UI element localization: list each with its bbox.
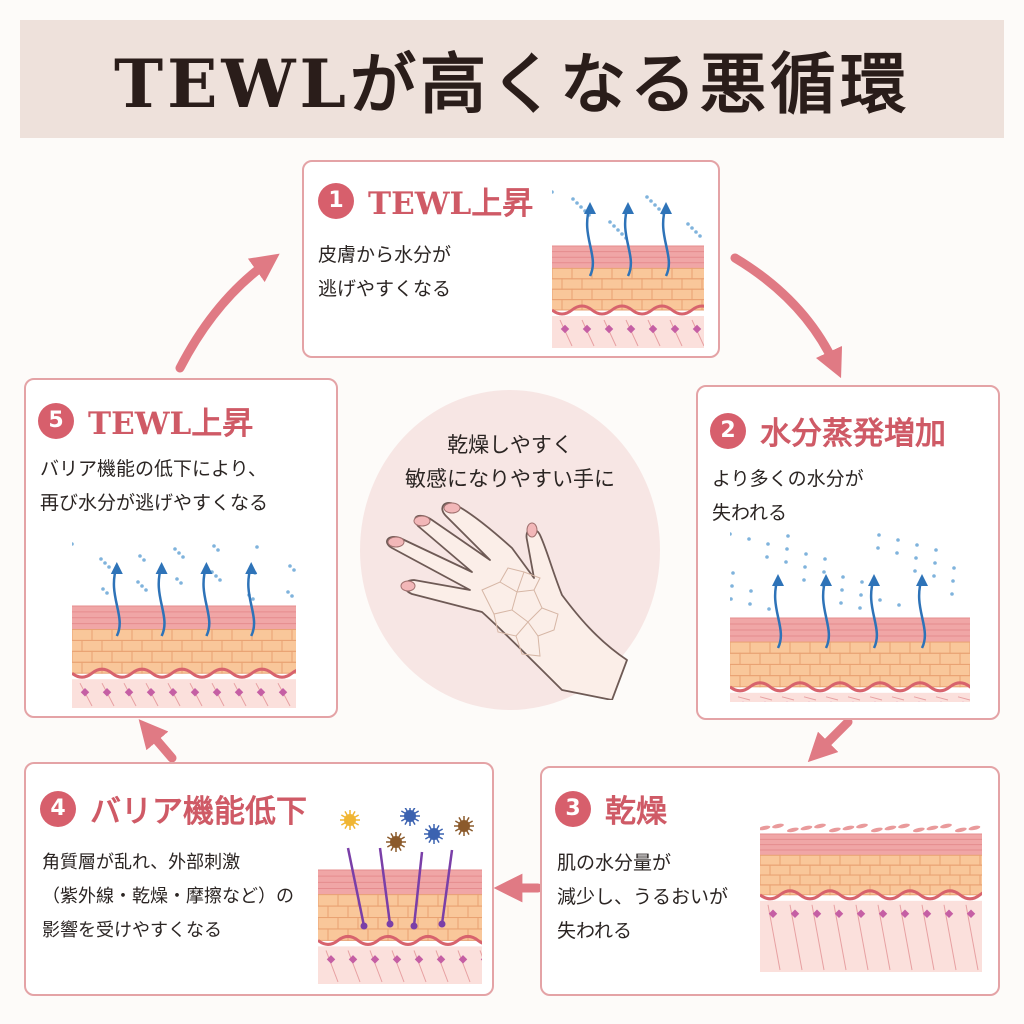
skin-illustration-4 xyxy=(318,808,482,984)
step-1-number: 1 xyxy=(318,182,354,219)
center-text: 乾燥しやすく 敏感になりやすい手に xyxy=(405,433,615,491)
step-4-number: 4 xyxy=(40,790,76,827)
step-2-description: より多くの水分が 失われる xyxy=(712,468,864,524)
step-2-number: 2 xyxy=(710,412,746,449)
step-5-number: 5 xyxy=(38,402,74,439)
hand-illustration xyxy=(386,502,628,700)
step-2-title: 2 水分蒸発増加 xyxy=(710,408,946,453)
arrow-4-to-5 xyxy=(138,719,177,763)
step-5-title: 5 TEWL上昇 xyxy=(38,398,253,443)
step-3-title: 3 乾燥 xyxy=(555,786,667,831)
step-3-description: 肌の水分量が 減少し、うるおいが 失われる xyxy=(557,852,729,942)
step-3-number: 3 xyxy=(555,790,591,827)
step-1-title: 1 TEWL上昇 xyxy=(318,178,533,223)
step-3-title-text: 乾燥 xyxy=(605,794,667,830)
skin-illustration-1 xyxy=(552,190,704,348)
page-title: TEWLが高くなる悪循環 xyxy=(114,45,910,123)
arrow-2-to-3 xyxy=(807,717,853,763)
header-banner: TEWLが高くなる悪循環 xyxy=(20,20,1004,138)
step-4-title: 4 バリア機能低下 xyxy=(40,786,307,831)
arrow-5-to-1 xyxy=(175,253,280,373)
step-2-title-text: 水分蒸発増加 xyxy=(760,416,946,452)
step-1-description: 皮膚から水分が 逃げやすくなる xyxy=(318,244,452,300)
step-4-description: 角質層が乱れ、外部刺激 （紫外線・乾燥・摩擦など）の 影響を受けやすくなる xyxy=(42,852,294,941)
step-5-description: バリア機能の低下により、 再び水分が逃げやすくなる xyxy=(40,458,269,514)
step-4-title-text: バリア機能低下 xyxy=(90,794,307,830)
skin-illustration-2 xyxy=(730,532,970,702)
skin-illustration-5 xyxy=(72,542,296,708)
step-5-title-text: TEWL上昇 xyxy=(88,406,254,442)
step-1-title-text: TEWL上昇 xyxy=(368,186,534,222)
skin-illustration-3 xyxy=(760,823,982,972)
arrow-1-to-2 xyxy=(730,253,843,379)
